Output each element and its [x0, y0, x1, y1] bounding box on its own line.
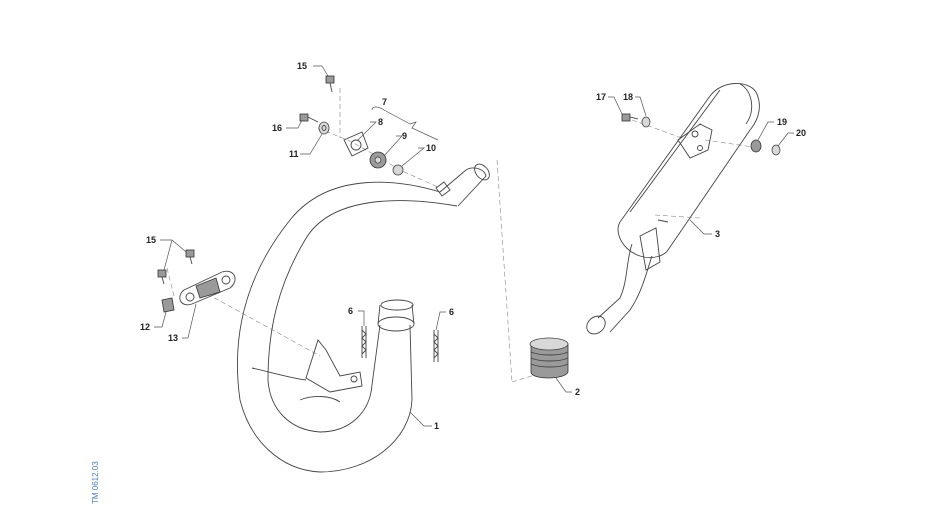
callout-15-top: 15 [297, 61, 307, 71]
hardware [157, 75, 781, 362]
bolt-17 [621, 113, 631, 122]
callout-1: 1 [434, 421, 439, 431]
callout-3: 3 [715, 229, 720, 239]
bolt-15-top [325, 75, 335, 84]
callout-10: 10 [426, 143, 436, 153]
bolt-15-left-b [157, 269, 167, 278]
spacer-10 [392, 164, 404, 176]
bolt-15-left-a [185, 249, 195, 258]
callout-11: 11 [289, 149, 299, 159]
callout-6-right: 6 [449, 307, 454, 317]
callout-7: 7 [382, 97, 387, 107]
callout-8b: 8 [378, 117, 383, 127]
washer-11 [318, 121, 330, 135]
bolt-16 [299, 113, 309, 122]
grommet-19 [750, 139, 762, 153]
callout-18: 18 [623, 92, 633, 102]
callout-20: 20 [796, 128, 806, 138]
screw-clamp [657, 219, 669, 223]
callout-15-left: 15 [146, 235, 156, 245]
callouts: 15 16 11 7 8 8 9 10 15 12 13 6 6 1 2 3 1… [140, 61, 806, 431]
assembly-lines [166, 88, 761, 383]
callout-17: 17 [596, 92, 606, 102]
washer-18 [641, 116, 651, 128]
document-code: TM 0612.03 [91, 461, 100, 504]
callout-12: 12 [140, 322, 150, 332]
callout-16: 16 [272, 123, 282, 133]
clip-nut-12 [161, 297, 175, 313]
callout-6-left: 6 [348, 306, 353, 316]
rubber-joint [529, 337, 569, 379]
group-7-brace [371, 106, 439, 141]
callout-2: 2 [575, 387, 580, 397]
leader-lines [154, 65, 794, 427]
callout-13: 13 [168, 333, 178, 343]
callout-19: 19 [777, 117, 787, 127]
header-pipe [237, 163, 490, 473]
silencer [586, 83, 760, 335]
bracket-8 [343, 131, 369, 157]
bracket-13 [179, 270, 236, 306]
callout-9: 9 [402, 131, 407, 141]
spacer-20 [771, 144, 781, 156]
